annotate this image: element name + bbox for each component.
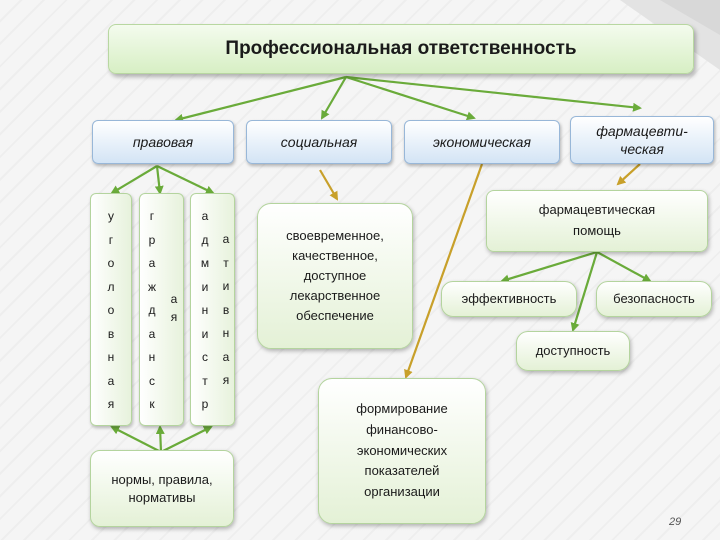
letter: д <box>148 303 156 317</box>
arrow-legal-criminal <box>110 165 158 195</box>
letter: л <box>107 279 115 294</box>
effectiveness-box: эффективность <box>441 281 577 317</box>
pharma-help-text: фармацевтическая помощь <box>538 202 656 238</box>
letter: а <box>201 209 209 223</box>
letter: я <box>107 397 115 411</box>
letter: в <box>222 302 230 317</box>
letter: р <box>201 397 209 411</box>
category-legal: правовая <box>92 120 234 164</box>
letter: ж <box>147 279 157 294</box>
letter: о <box>107 303 115 317</box>
letter: м <box>200 256 210 270</box>
arrow-title-pharma <box>345 75 642 112</box>
title-box: Профессиональная ответственность <box>108 24 694 74</box>
category-pharma-label: фармацевти- ческая <box>596 122 688 157</box>
arrow-legal-civil <box>154 165 164 195</box>
letter: в <box>107 326 115 341</box>
letter: а <box>222 349 230 364</box>
arrow-norms-civil <box>155 425 165 453</box>
letter: к <box>149 397 155 411</box>
letter: у <box>108 209 114 223</box>
letter: н <box>107 350 115 364</box>
letter: р <box>148 232 156 247</box>
arrow-norms-admin <box>160 426 213 453</box>
safety-label: безопасность <box>613 291 695 307</box>
letter: а <box>170 292 178 306</box>
arrow-help-accessibility <box>570 251 599 332</box>
letter: о <box>107 256 115 270</box>
accessibility-label: доступность <box>535 343 611 359</box>
letter: я <box>170 310 178 324</box>
arrow-title-legal <box>174 75 347 123</box>
letter: н <box>148 350 156 364</box>
letter: и <box>201 279 209 294</box>
economic-box-text: формирование финансово- экономических по… <box>356 401 448 500</box>
social-box-text: своевременное, качественное, доступное л… <box>286 227 384 324</box>
safety-box: безопасность <box>596 281 712 317</box>
accessibility-box: доступность <box>516 331 630 371</box>
norms-box: нормы, правила, нормативы <box>90 450 234 527</box>
letter: т <box>223 255 229 270</box>
arrow-help-safety <box>596 251 652 282</box>
arrow-legal-admin <box>156 165 215 195</box>
arrow-economic-box <box>404 163 484 379</box>
letter: а <box>148 256 156 270</box>
category-pharma: фармацевти- ческая <box>570 116 714 164</box>
page-number: 29 <box>669 516 682 528</box>
pharma-help-box: фармацевтическая помощь <box>486 190 708 252</box>
category-economic: экономическая <box>404 120 560 164</box>
letter: я <box>222 373 230 387</box>
letter: с <box>202 350 208 364</box>
arrow-title-social <box>320 76 347 120</box>
arrow-title-economic <box>345 75 476 121</box>
letter: н <box>222 326 230 340</box>
letter: а <box>148 326 156 341</box>
category-social: социальная <box>246 120 392 164</box>
letter: г <box>149 209 155 223</box>
page-title: Профессиональная ответственность <box>225 38 577 60</box>
category-economic-label: экономическая <box>433 133 531 150</box>
arrow-help-effectiveness <box>500 250 598 284</box>
economic-box: формирование финансово- экономических по… <box>318 378 486 524</box>
category-legal-label: правовая <box>132 133 194 150</box>
social-box: своевременное, качественное, доступное л… <box>257 203 413 349</box>
letter: и <box>222 279 230 293</box>
letter: н <box>201 303 209 317</box>
letter: и <box>201 326 209 341</box>
arrow-pharma-help <box>616 163 641 186</box>
arrow-norms-criminal <box>110 426 162 453</box>
letter: д <box>201 232 209 247</box>
effectiveness-label: эффективность <box>461 291 557 307</box>
letter: г <box>108 232 114 247</box>
letter: т <box>202 373 208 388</box>
norms-text: нормы, правила, нормативы <box>111 471 213 505</box>
letter: а <box>222 232 230 246</box>
category-social-label: социальная <box>280 133 358 150</box>
letter: а <box>107 373 115 388</box>
arrow-social-box <box>319 169 339 201</box>
letter: с <box>149 373 155 388</box>
